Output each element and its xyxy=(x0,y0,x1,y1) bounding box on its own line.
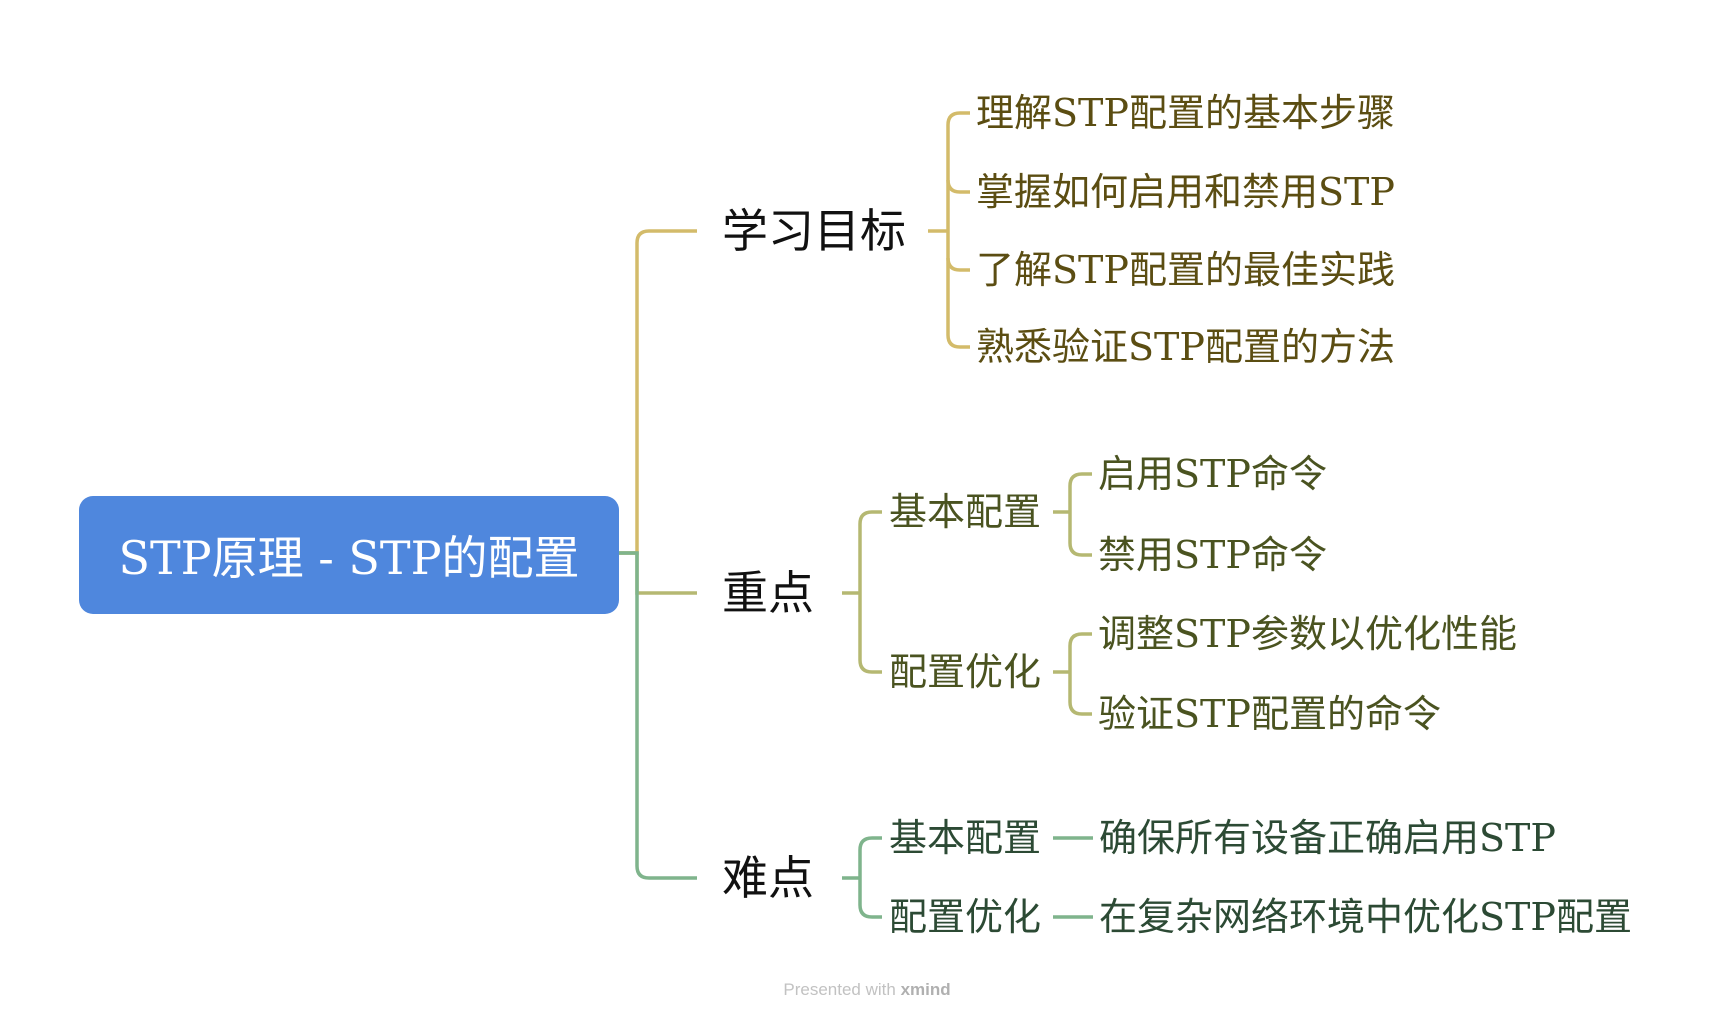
goal-item[interactable]: 掌握如何启用和禁用STP xyxy=(976,170,1395,214)
connector-goals xyxy=(928,111,970,349)
key-item[interactable]: 验证STP配置的命令 xyxy=(1098,692,1441,736)
goal-item[interactable]: 了解STP配置的最佳实践 xyxy=(976,248,1395,292)
topic-learning-goals[interactable]: 学习目标 xyxy=(722,204,906,258)
xmind-logo: xmind xyxy=(900,980,951,999)
key-group-basic-config[interactable]: 基本配置 xyxy=(889,490,1042,534)
connector-root-key xyxy=(619,551,697,595)
difficult-item[interactable]: 确保所有设备正确启用STP xyxy=(1099,816,1556,860)
connector-root-goals xyxy=(619,229,697,555)
difficult-group-config-optimization[interactable]: 配置优化 xyxy=(889,895,1042,939)
difficult-group-basic-config[interactable]: 基本配置 xyxy=(889,816,1042,860)
root-topic[interactable]: STP原理 - STP的配置 xyxy=(79,496,619,614)
topic-key-points[interactable]: 重点 xyxy=(722,566,814,620)
connector-difficult xyxy=(842,836,1093,919)
connector-root-difficult xyxy=(619,551,697,880)
difficult-item[interactable]: 在复杂网络环境中优化STP配置 xyxy=(1099,895,1632,939)
footer-prefix: Presented with xyxy=(783,980,901,999)
key-item[interactable]: 启用STP命令 xyxy=(1098,452,1327,496)
connector-key xyxy=(842,472,1092,716)
key-item[interactable]: 禁用STP命令 xyxy=(1098,533,1327,577)
root-topic-label: STP原理 - STP的配置 xyxy=(118,531,580,585)
goal-item[interactable]: 理解STP配置的基本步骤 xyxy=(976,91,1395,135)
key-item[interactable]: 调整STP参数以优化性能 xyxy=(1098,612,1517,656)
goal-item[interactable]: 熟悉验证STP配置的方法 xyxy=(976,325,1395,369)
topic-difficult-points[interactable]: 难点 xyxy=(722,851,814,905)
presented-with-footer: Presented with xmind xyxy=(0,980,1734,1000)
key-group-config-optimization[interactable]: 配置优化 xyxy=(889,650,1042,694)
